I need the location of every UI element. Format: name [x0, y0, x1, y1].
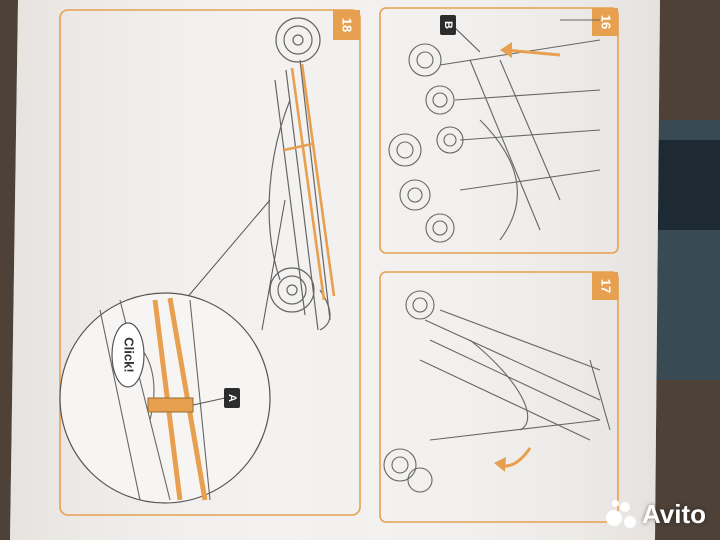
callout-b-label: B [442, 21, 454, 29]
stroller-frame-drawing-16 [439, 19, 601, 241]
panel-18-frame [59, 9, 361, 516]
click-bubble [111, 322, 145, 388]
avito-logo-icon [605, 499, 636, 530]
arrow-16 [504, 48, 561, 57]
step-badge-16 [592, 8, 618, 36]
background-box [655, 140, 720, 230]
panel-16-frame [379, 7, 619, 254]
stroller-wheels-drawing-16 [388, 43, 464, 243]
avito-brand-text: Avito [641, 499, 706, 529]
callout-a-label: A [226, 394, 238, 402]
step-number-17: 17 [599, 279, 614, 293]
folded-stroller-orange-frame [283, 63, 336, 301]
click-label: Click! [122, 337, 137, 372]
step-badge-18 [333, 10, 360, 40]
step-number-18: 18 [340, 18, 355, 32]
avito-watermark: Avito [605, 499, 706, 530]
latch-clip [147, 397, 194, 413]
step-badge-17 [592, 272, 618, 300]
callout-b-badge [440, 15, 456, 35]
panel-17-frame [379, 271, 619, 523]
step-number-16: 16 [599, 15, 614, 29]
folded-stroller-drawing [268, 17, 331, 331]
stroller-drawing-17 [383, 290, 611, 493]
callout-a-badge [224, 388, 240, 408]
